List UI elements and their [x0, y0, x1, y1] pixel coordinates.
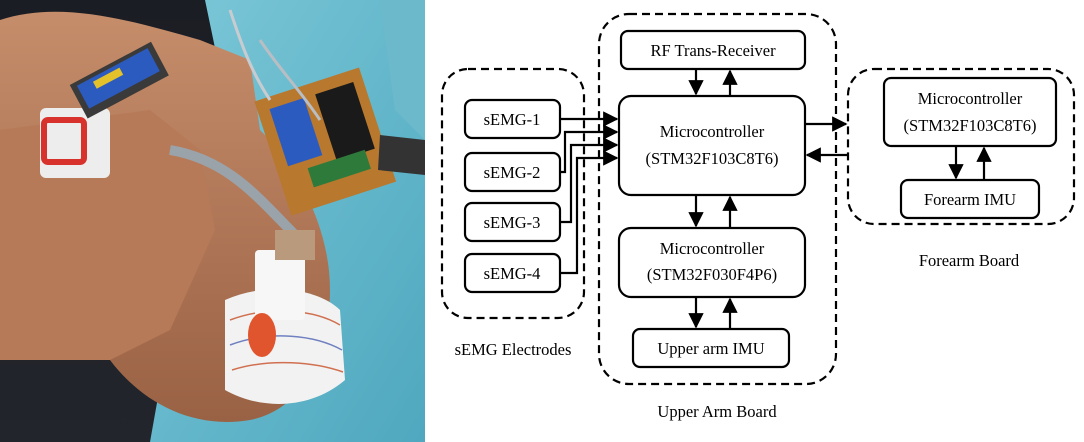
semg-electrodes-label: sEMG Electrodes: [455, 340, 572, 359]
semg-electrodes-group: [440, 67, 586, 320]
mcu-imu-connection: [688, 297, 738, 329]
svg-text:Microcontroller: Microcontroller: [660, 239, 765, 258]
svg-text:RF Trans-Receiver: RF Trans-Receiver: [650, 41, 776, 60]
forearm-board-label: Forearm Board: [919, 251, 1020, 270]
upper-arm-imu-block: Upper arm IMU: [631, 327, 791, 369]
upper-arm-board-label: Upper Arm Board: [657, 402, 777, 421]
sub-microcontroller-block: Microcontroller (STM32F030F4P6): [617, 226, 807, 299]
semg-4-block: sEMG-4: [463, 252, 562, 294]
rf-mcu-connection: [688, 69, 738, 96]
forearm-mcu-imu-connection: [948, 146, 992, 180]
svg-text:sEMG-3: sEMG-3: [484, 213, 541, 232]
semg-1-block: sEMG-1: [463, 98, 562, 140]
svg-text:Microcontroller: Microcontroller: [660, 122, 765, 141]
svg-text:(STM32F030F4P6): (STM32F030F4P6): [647, 265, 777, 284]
forearm-imu-block: Forearm IMU: [899, 178, 1041, 220]
svg-text:sEMG-1: sEMG-1: [484, 110, 541, 129]
device-photo: [0, 0, 425, 442]
svg-text:(STM32F103C8T6): (STM32F103C8T6): [646, 149, 779, 168]
svg-text:Forearm IMU: Forearm IMU: [924, 190, 1016, 209]
mcu-mcu-connection: [688, 195, 738, 228]
semg-connections: [560, 111, 619, 275]
forearm-board-group: [846, 67, 1076, 226]
svg-text:sEMG-2: sEMG-2: [484, 163, 541, 182]
main-microcontroller-block: Microcontroller (STM32F103C8T6): [617, 94, 807, 197]
svg-text:(STM32F103C8T6): (STM32F103C8T6): [904, 116, 1037, 135]
svg-text:Microcontroller: Microcontroller: [918, 89, 1023, 108]
semg-2-block: sEMG-2: [463, 151, 562, 193]
upper-arm-board-group: [597, 12, 838, 386]
system-block-diagram: sEMG Electrodes Upper Arm Board Forearm …: [440, 12, 1076, 421]
rf-transreceiver-block: RF Trans-Receiver: [619, 29, 807, 71]
semg-3-block: sEMG-3: [463, 201, 562, 243]
board-to-board-connection: [805, 116, 848, 163]
svg-text:sEMG-4: sEMG-4: [484, 264, 541, 283]
forearm-microcontroller-block: Microcontroller (STM32F103C8T6): [882, 76, 1058, 148]
svg-text:Upper arm IMU: Upper arm IMU: [657, 339, 764, 358]
